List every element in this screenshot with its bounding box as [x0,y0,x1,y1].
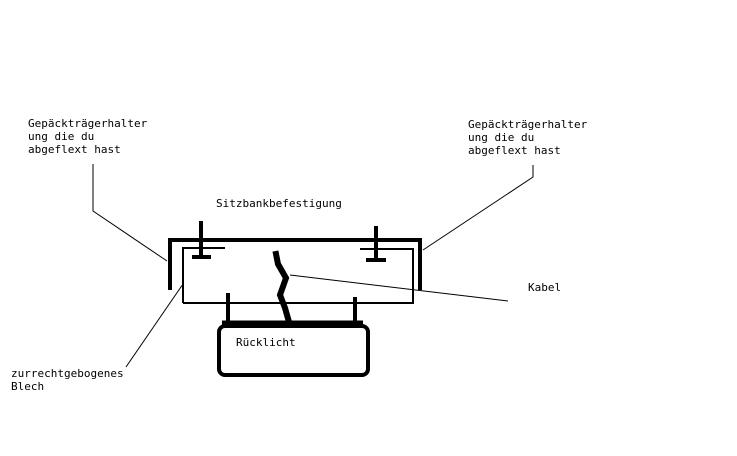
label-line: abgeflext hast [28,143,121,156]
seat-bracket-top [168,238,420,290]
tail-light-body [217,324,370,377]
label-line: zurrechtgebogenes [11,367,124,380]
sheet-metal-frame-right [183,248,414,304]
leader-cable [289,274,509,302]
label-line: ung die du [28,130,95,143]
leader-right-bracket [422,165,534,251]
label-line: Blech [11,380,45,393]
leader-sheet-metal [125,283,184,368]
cable [272,250,293,326]
label-line: ung die du [468,131,535,144]
label-seat-mount: Sitzbankbefestigung [216,197,342,210]
label-line: Gepäckträgerhalter [468,118,588,131]
leader-left-bracket [92,164,168,262]
label-tail-light: Rücklicht [236,336,296,349]
label-line: Gepäckträgerhalter [28,117,148,130]
label-line: abgeflext hast [468,144,561,157]
label-cable: Kabel [528,281,562,294]
